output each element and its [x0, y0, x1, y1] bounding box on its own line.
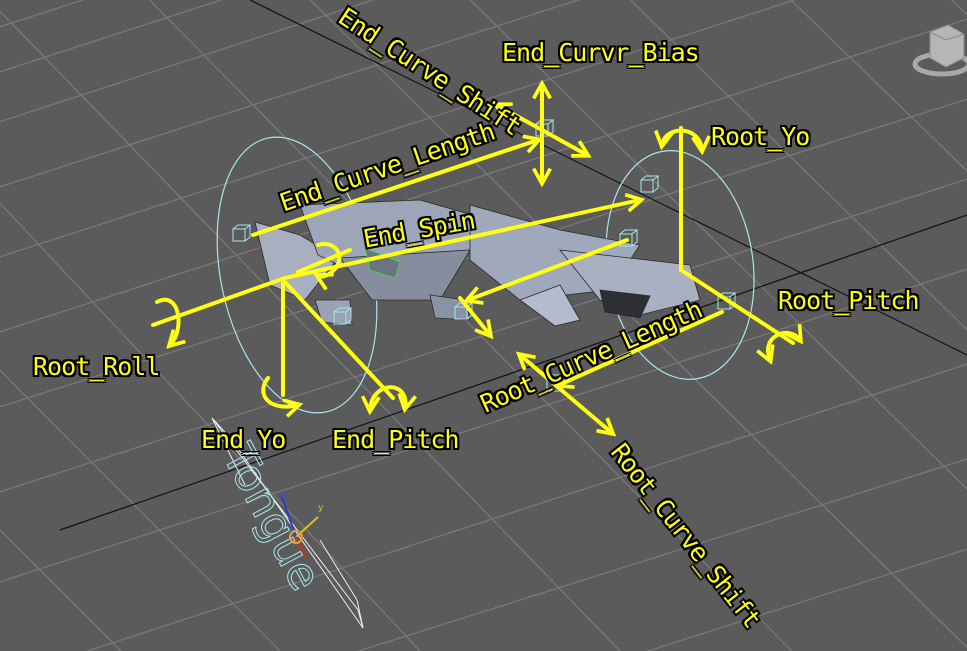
end-pitch-axis — [281, 278, 395, 400]
end-spin-rod — [296, 248, 352, 274]
viewcube-box — [929, 24, 965, 68]
svg-text:y: y — [318, 503, 324, 513]
tongue-text-plane — [211, 417, 364, 629]
cube-helper — [232, 224, 252, 242]
label-end-yo: End_Yo — [201, 425, 286, 454]
world-axis-lines — [59, 0, 967, 531]
label-root-yo: Root_Yo — [711, 122, 810, 151]
svg-text:z: z — [280, 490, 285, 500]
label-root-pitch: Root_Pitch — [778, 286, 920, 315]
root-roll-rotate-arrow — [155, 297, 179, 345]
root-pitch-rotate-arrow — [768, 333, 800, 360]
root-roll-axis — [151, 276, 287, 327]
end-curve-length-arrow — [251, 140, 538, 237]
label-end-pitch: End_Pitch — [332, 425, 459, 454]
cube-helper — [333, 307, 353, 325]
end-pitch-rotate-arrow — [370, 385, 405, 410]
label-root-roll: Root_Roll — [33, 352, 160, 381]
cube-helper — [619, 229, 639, 247]
transform-gizmo: z y — [280, 490, 324, 558]
root-yo-rotate-arrow — [662, 128, 702, 150]
annotation-arrows — [151, 85, 800, 433]
tongue-outline-text: Tongue — [212, 435, 331, 599]
root-curve-shift-arrow — [520, 355, 612, 433]
end-curve-shift-arrow — [497, 105, 587, 155]
label-end-curvr-bias: End_Curvr_Bias — [502, 38, 700, 67]
cube-helper — [640, 175, 660, 193]
viewcube[interactable] — [912, 22, 967, 77]
end-yo-rotate-arrow — [261, 376, 298, 407]
